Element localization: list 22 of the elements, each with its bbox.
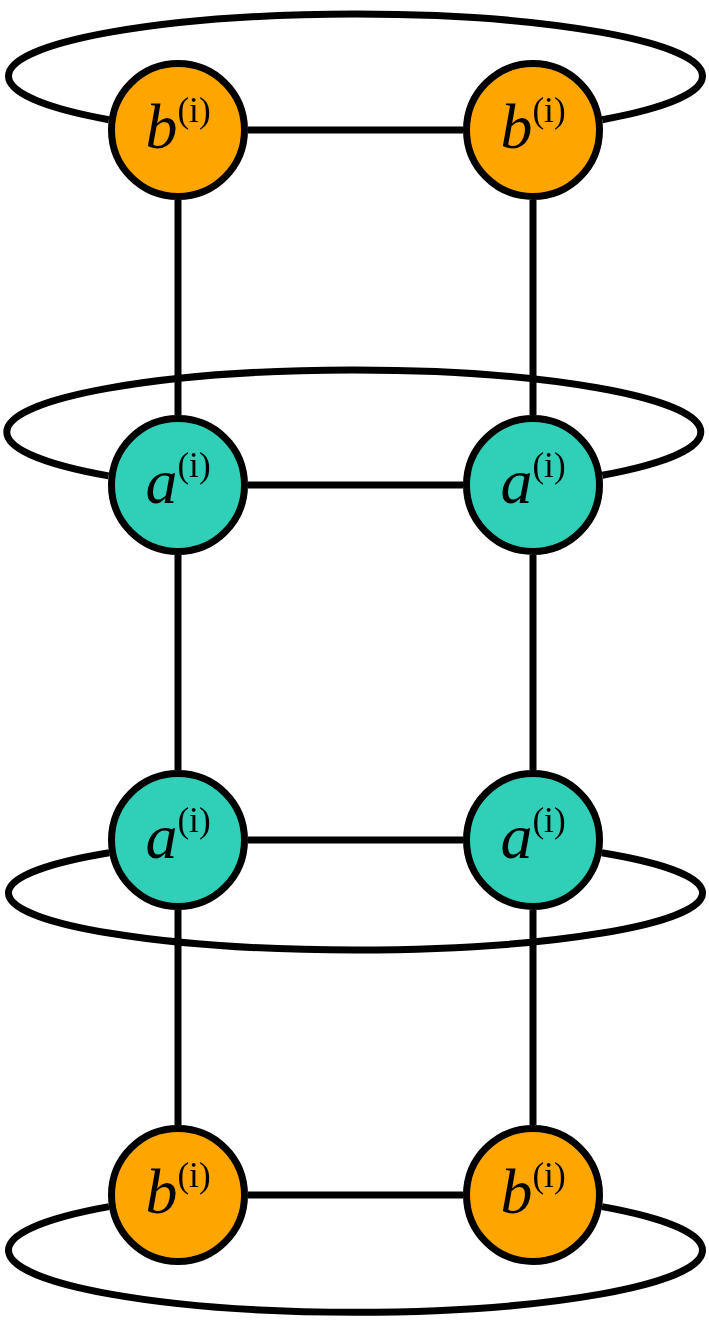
node-label: b$^{(i)}$: [500, 1160, 566, 1224]
connector-line: [248, 126, 463, 134]
node-label: a$^{(i)}$: [500, 805, 566, 869]
connector-line: [6, 10, 705, 124]
node-label: a$^{(i)}$: [145, 450, 211, 514]
node-label: b$^{(i)}$: [500, 95, 566, 159]
connector-line: [6, 849, 705, 954]
connector-line: [529, 910, 537, 1125]
node-label: a$^{(i)}$: [500, 450, 566, 514]
connector-line: [248, 481, 463, 489]
connector-line: [6, 1203, 705, 1316]
connector-line: [529, 200, 537, 415]
connector-line: [248, 836, 463, 844]
node-label: b$^{(i)}$: [145, 1160, 211, 1224]
connector-line: [529, 555, 537, 770]
connector-line: [174, 200, 182, 415]
connector-line: [174, 910, 182, 1125]
node-label: b$^{(i)}$: [145, 95, 211, 159]
node-label: a$^{(i)}$: [145, 805, 211, 869]
connector-line: [4, 366, 704, 480]
connector-line: [174, 555, 182, 770]
connector-line: [248, 1191, 463, 1199]
